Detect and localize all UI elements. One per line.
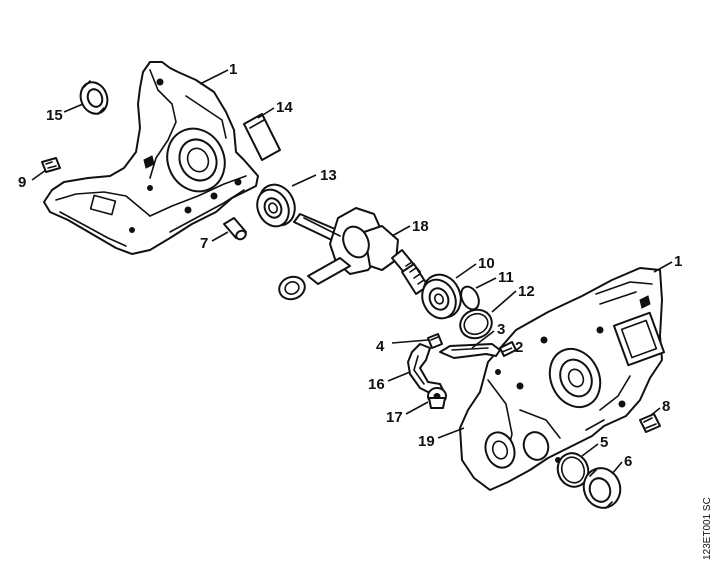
callout-11: 11	[498, 269, 514, 286]
callout-12: 12	[518, 283, 535, 300]
part-pipe-16	[407, 343, 445, 395]
callout-6: 6	[624, 453, 632, 470]
callout-1-upper: 1	[229, 61, 237, 78]
callout-16: 16	[368, 376, 385, 393]
part-screw-9	[41, 157, 61, 173]
callout-labels: 1 15 14 9 13 7 18 10 11 12 1 4 3 2 16 17…	[18, 61, 682, 470]
part-oil-seal-6	[582, 467, 622, 509]
callout-7: 7	[200, 235, 208, 252]
callout-15: 15	[46, 107, 63, 124]
callout-17: 17	[386, 409, 403, 426]
callout-4: 4	[376, 338, 385, 355]
callout-13: 13	[320, 167, 337, 184]
part-gasket-14	[243, 113, 281, 161]
callout-19: 19	[418, 433, 435, 450]
callout-5: 5	[600, 434, 608, 451]
callout-8: 8	[662, 398, 670, 415]
part-crankcase-half-upper	[43, 61, 259, 255]
part-ring-11	[460, 285, 480, 311]
part-oil-tube-3	[439, 343, 501, 359]
part-crankshaft-18	[278, 207, 429, 301]
part-plug-17	[427, 387, 447, 409]
part-ball-bearing-10	[421, 273, 462, 320]
part-crankcase-half-lower	[459, 267, 666, 491]
callout-3: 3	[497, 321, 505, 338]
drawing-code: 123ET001 SC	[702, 497, 713, 560]
part-ball-bearing-13	[256, 183, 296, 228]
part-oil-seal-15	[79, 80, 109, 115]
callout-2: 2	[515, 339, 523, 356]
part-o-ring-5	[556, 452, 590, 488]
part-dowel-pin-7	[223, 217, 247, 241]
callout-9: 9	[18, 174, 26, 191]
part-circlip-12	[459, 308, 493, 340]
callout-14: 14	[276, 99, 293, 116]
part-screw-4	[427, 333, 443, 349]
part-screw-8	[639, 413, 661, 433]
leader-lines	[31, 69, 673, 475]
callout-10: 10	[478, 255, 495, 272]
callout-18: 18	[412, 218, 429, 235]
callout-1-lower: 1	[674, 253, 682, 270]
